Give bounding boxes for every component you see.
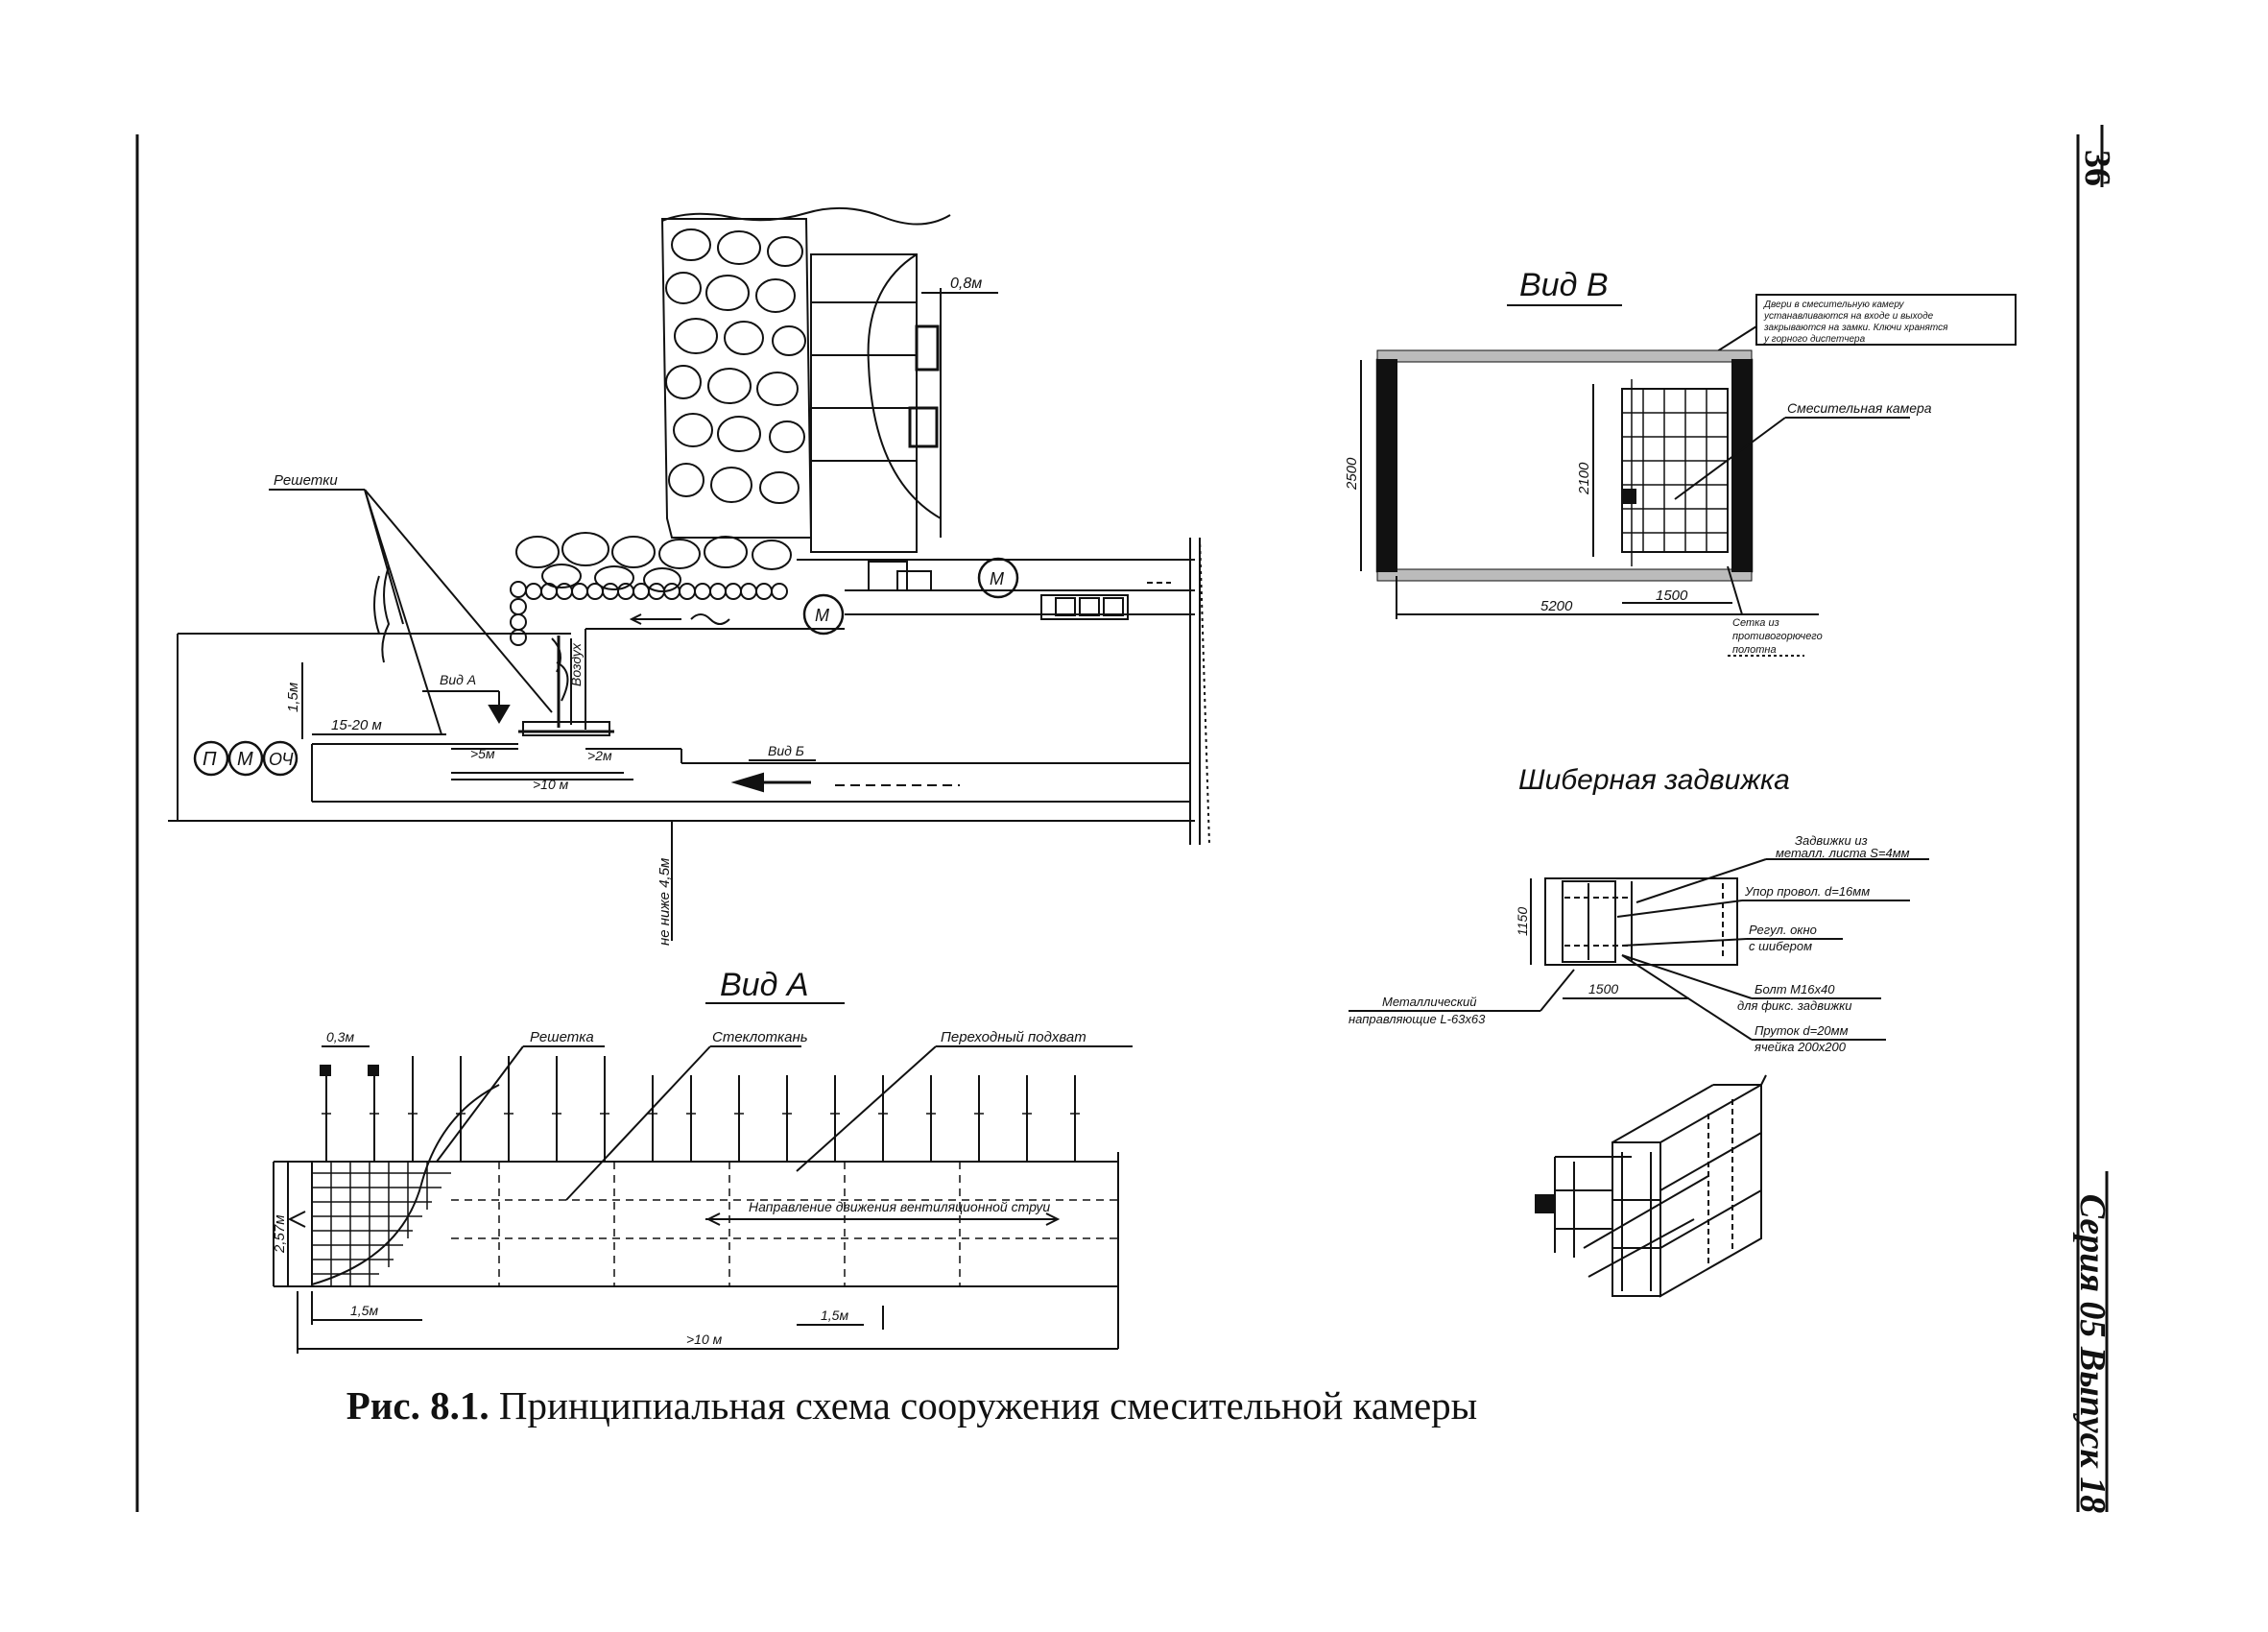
svg-text:ячейка 200х200: ячейка 200х200 [1754,1040,1847,1054]
svg-text:Регул. окно: Регул. окно [1749,923,1817,937]
svg-text:Болт М16х40: Болт М16х40 [1755,982,1835,996]
view-a-dim-height: 2,57м [272,1215,288,1254]
top-wavy-boundary [661,206,951,226]
chamber-outline [1375,358,1754,573]
view-a-label-reshetka: Решетка [530,1029,594,1045]
view-b-dim-2500: 2500 [1344,457,1360,491]
view-b-dim-2100: 2100 [1576,462,1592,495]
fabric-curve [311,1084,500,1285]
rock-stones [515,228,806,592]
plan-label-vid-a: Вид А [440,672,476,687]
view-a-diagram: Вид А [272,967,1133,1354]
view-a-dim-03: 0,3м [326,1029,354,1044]
figure-caption: Рис. 8.1. Принципиальная схема сооружени… [0,1382,1824,1428]
gate-dim-1500: 1500 [1588,981,1618,996]
station-och [262,740,298,777]
svg-text:М: М [815,606,829,625]
svg-text:закрываются на замки. Ключи хр: закрываются на замки. Ключи хранятся [1763,323,1948,333]
view-b-dim-5200: 5200 [1540,598,1573,614]
dim-15m: 1,5м [285,683,301,712]
view-b-label-kamera: Смесительная камера [1787,400,1932,416]
plan-diagram: 0,8м М М Воздух [168,206,1210,946]
svg-text:противогорючего: противогорючего [1732,631,1823,642]
plan-label-vid-b: Вид Б [768,743,804,758]
view-b-note-box [1755,294,2017,346]
shaft-curve [867,253,942,519]
view-b-dim-1500: 1500 [1656,588,1688,604]
gate-dim-1150: 1150 [1515,907,1530,936]
gate-frame [1544,877,1738,966]
gate-isometric [1535,1074,1767,1298]
motor-upper [977,557,1019,599]
svg-text:Двери в смесительную камеру: Двери в смесительную камеру [1763,300,1905,310]
station-p [193,740,229,777]
dim-08: 0,8м [950,276,982,292]
dim-gt2: >2м [587,748,612,763]
stopping-circles [510,581,788,646]
dim-gt10: >10 м [533,777,569,792]
view-a-dim-15a: 1,5м [350,1303,378,1318]
label-reshetki: Решетки [274,472,338,489]
view-a-dim-gt10: >10 м [686,1332,723,1347]
mixing-box [1040,594,1129,620]
svg-text:П: П [203,749,217,770]
caption-prefix: Рис. 8.1. [346,1383,489,1428]
shaft-frame [810,253,918,553]
svg-text:М: М [237,749,253,770]
gate-diagram: Шиберная задвижка 1150 1500 Задвижки из … [1349,764,1929,1298]
view-b-diagram: Вид В Двери в смесительную камеру устана… [1344,267,2017,657]
svg-text:у горного диспетчера: у горного диспетчера [1763,334,1866,345]
svg-text:Задвижки из: Задвижки из [1795,833,1868,848]
view-a-direction: Направление движения вентиляционной стру… [749,1199,1050,1214]
label-vozdukh: Воздух [568,642,584,686]
svg-text:направляющие L-63х63: направляющие L-63х63 [1349,1012,1486,1026]
series-label: Серия 05 Выпуск 18 [2072,1193,2113,1514]
pipe-verticals [325,1056,1076,1162]
svg-text:устанавливаются на входе и вых: устанавливаются на входе и выходе [1763,311,1934,322]
view-a-label-podkhvat: Переходный подхват [941,1029,1086,1045]
grating-hatching [312,1162,451,1286]
svg-text:Металлический: Металлический [1382,995,1476,1009]
view-a-label-steklotkan: Стеклоткань [712,1029,808,1045]
view-b-title: Вид В [1519,267,1609,303]
view-a-title: Вид А [720,967,809,1003]
gate-title: Шиберная задвижка [1518,764,1790,796]
station-m [227,740,264,777]
gate-label-upor: Упор провол. d=16мм [1744,884,1870,899]
motor-lower [802,593,845,636]
svg-text:Пруток d=20мм: Пруток d=20мм [1755,1023,1849,1038]
svg-text:полотна: полотна [1732,644,1777,656]
caption-text: Принципиальная схема сооружения смесител… [489,1383,1478,1428]
chamber-grid [1621,388,1729,553]
dim-15-20: 15-20 м [331,717,382,733]
dim-height: не ниже 4,5м [657,858,673,946]
svg-text:М: М [990,569,1004,588]
svg-text:Сетка из: Сетка из [1732,617,1779,629]
svg-text:для фикс. задвижки: для фикс. задвижки [1737,998,1852,1013]
page-number: 36 [2077,150,2117,186]
svg-text:металл. листа S=4мм: металл. листа S=4мм [1776,846,1910,860]
svg-text:с шибером: с шибером [1749,939,1812,953]
svg-text:ОЧ: ОЧ [269,750,294,769]
rock-pillar-outline [660,218,813,539]
view-a-dim-15b: 1,5м [821,1308,848,1323]
dim-gt5: >5м [470,746,495,761]
